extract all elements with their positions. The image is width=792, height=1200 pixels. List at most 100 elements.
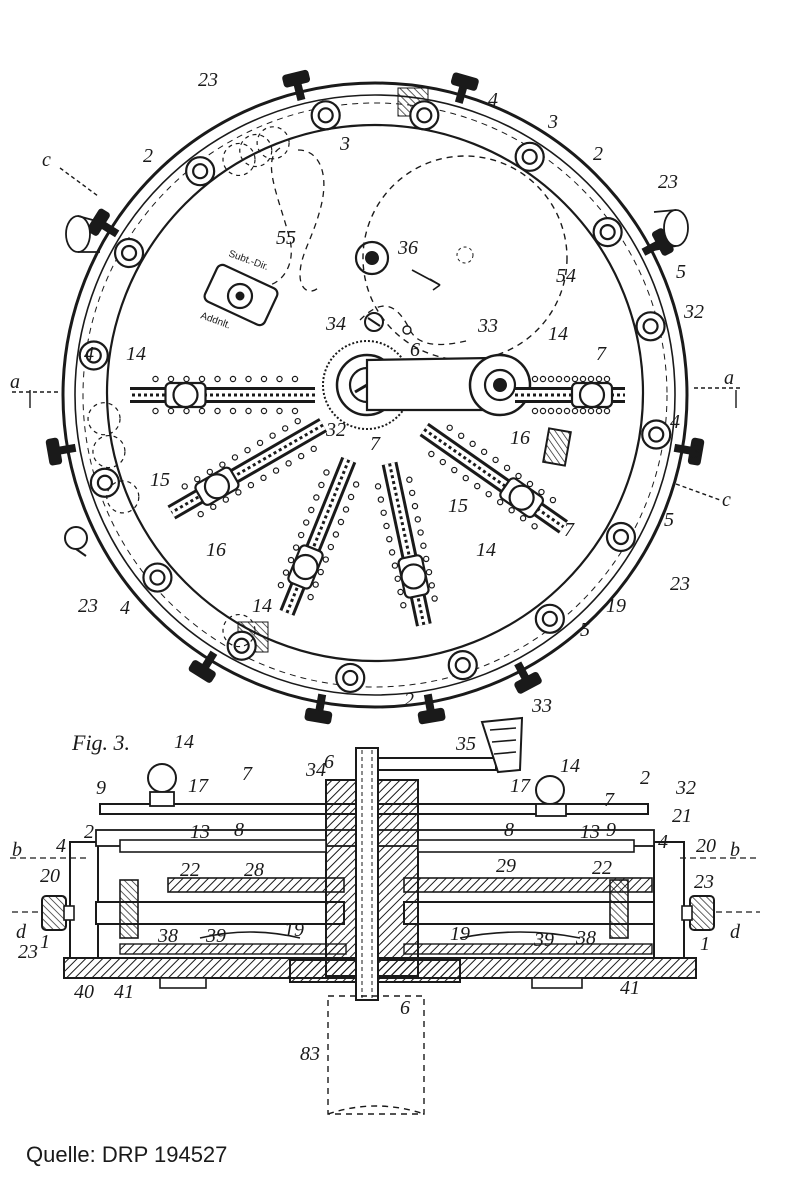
dashed-hole	[222, 613, 256, 648]
dashed-path-34	[359, 305, 471, 346]
label-c: c	[722, 489, 731, 511]
label-c: c	[42, 149, 51, 171]
label-1: 1	[700, 933, 710, 955]
ring-hole	[185, 156, 216, 187]
gear-22-left	[119, 879, 139, 939]
label-39: 39	[205, 925, 226, 947]
thumb-screw	[673, 437, 705, 466]
label-20: 20	[40, 865, 60, 887]
label-7: 7	[604, 789, 615, 811]
label-3: 3	[339, 133, 350, 155]
label-15: 15	[448, 495, 468, 517]
rotation-arrow-head	[429, 278, 441, 291]
lower-plate-left	[119, 943, 347, 955]
slot	[419, 422, 568, 534]
label-7: 7	[564, 519, 575, 541]
label-16: 16	[510, 427, 530, 449]
label-34: 34	[325, 313, 346, 335]
ring-hole	[534, 603, 565, 634]
ring-hole	[142, 562, 173, 593]
label-23: 23	[694, 871, 714, 893]
dashed-hole	[87, 402, 121, 436]
ratchet-block	[542, 427, 572, 467]
rod-8-left	[119, 839, 327, 853]
label-14: 14	[560, 755, 580, 777]
label-14: 14	[548, 323, 568, 345]
label-14: 14	[174, 731, 194, 753]
ring-hole	[641, 419, 672, 450]
label-2: 2	[143, 145, 153, 167]
dashed-path-55b	[269, 147, 292, 286]
ring-hole	[226, 630, 257, 661]
inner-disk-edge	[105, 123, 645, 663]
label-33: 33	[477, 315, 498, 337]
label-19: 19	[606, 595, 626, 617]
thumb-screw	[450, 72, 479, 104]
source-caption: Quelle: DRP 194527	[26, 1142, 228, 1167]
label-7: 7	[596, 343, 607, 365]
thumb-screw	[87, 208, 120, 238]
label-4: 4	[658, 831, 668, 853]
label-29: 29	[496, 855, 516, 877]
label-23: 23	[198, 69, 218, 91]
thumb-screw-left-neck	[63, 905, 75, 921]
slot	[130, 375, 315, 415]
label-5: 5	[580, 619, 590, 641]
crank-handle	[480, 716, 524, 774]
label-2: 2	[84, 821, 94, 843]
label-4: 4	[120, 597, 130, 619]
slot	[277, 456, 360, 616]
lower-plate-right	[403, 943, 653, 955]
gear-22-right	[609, 879, 629, 939]
ring-hole	[592, 217, 623, 248]
label-55: 55	[276, 227, 296, 249]
label-17: 17	[188, 775, 209, 797]
label-32: 32	[683, 301, 704, 323]
label-83: 83	[300, 1043, 320, 1065]
label-5: 5	[676, 261, 686, 283]
dashed-hole	[92, 434, 126, 469]
slide-knob-left	[147, 763, 177, 793]
label-6: 6	[400, 997, 410, 1019]
crank-knob-inner	[483, 368, 517, 402]
label-9: 9	[96, 777, 106, 799]
label-9: 9	[606, 819, 616, 841]
thumb-screw-right-neck	[681, 905, 693, 921]
foot-right	[531, 977, 583, 989]
label-6: 6	[324, 751, 334, 773]
label-23: 23	[78, 595, 98, 617]
crank-arm-side	[377, 757, 497, 771]
label-33: 33	[531, 695, 552, 717]
gear-54-dashed	[362, 155, 568, 361]
thumb-screw	[282, 69, 311, 101]
thumb-screw-right	[689, 895, 715, 931]
label-36: 36	[397, 237, 418, 259]
label-15: 15	[150, 469, 170, 491]
shaft-83-end	[327, 1105, 425, 1115]
label-4: 4	[56, 835, 66, 857]
figure-caption: Fig. 3.	[71, 730, 130, 755]
label-addition: Addnlt.	[199, 310, 232, 331]
label-13: 13	[580, 821, 600, 843]
ring-dashed-holes	[87, 126, 290, 648]
label-41: 41	[114, 981, 134, 1003]
slot	[374, 461, 438, 627]
crank-knob-center	[493, 378, 507, 392]
slots	[130, 375, 625, 627]
dashed-path-55	[297, 149, 325, 292]
rod-8-right	[417, 839, 635, 853]
dashed-hole	[222, 142, 256, 177]
label-5: 5	[664, 509, 674, 531]
section-labels: Fig. 3. 14 14 33 35 34 6 7 7 2 2 32 9 9 …	[12, 695, 741, 1065]
spring-39-left	[199, 931, 301, 939]
label-3: 3	[547, 111, 558, 133]
slot	[515, 375, 625, 415]
outer-ring	[61, 81, 689, 709]
label-17: 17	[510, 775, 531, 797]
knob-36	[354, 240, 390, 276]
label-28: 28	[244, 859, 264, 881]
label-b: b	[12, 839, 22, 861]
label-41: 41	[620, 977, 640, 999]
ring-hole	[335, 662, 366, 694]
label-d: d	[730, 921, 741, 943]
